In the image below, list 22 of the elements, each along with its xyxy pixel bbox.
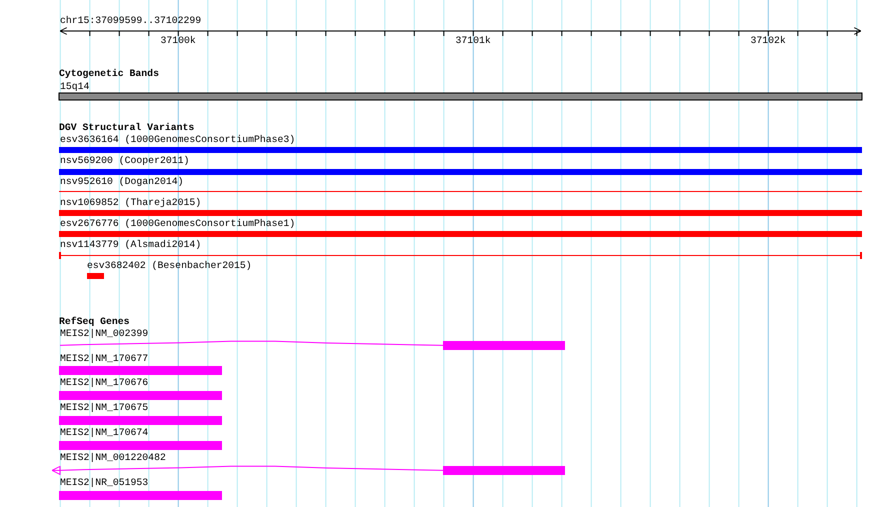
tick-label: 37101k xyxy=(456,35,491,46)
feature-label: MEIS2|NM_170677 xyxy=(60,353,148,364)
tick-label: 37102k xyxy=(750,35,786,46)
feature-label: MEIS2|NM_170675 xyxy=(60,402,148,413)
feature-label: nsv1143779 (Alsmadi2014) xyxy=(60,239,202,250)
feature-label: esv2676776 (1000GenomesConsortiumPhase1) xyxy=(60,218,296,229)
feature-label: MEIS2|NM_170674 xyxy=(60,427,148,438)
region-title: chr15:37099599..37102299 xyxy=(60,15,202,26)
feature-label: MEIS2|NM_002399 xyxy=(60,328,148,339)
feature-label: esv3682402 (Besenbacher2015) xyxy=(87,260,252,271)
feature-label: nsv952610 (Dogan2014) xyxy=(60,176,184,187)
feature-label: MEIS2|NM_001220482 xyxy=(60,452,166,463)
track-title: DGV Structural Variants xyxy=(59,122,194,133)
feature-label: nsv1069852 (Thareja2015) xyxy=(60,197,202,208)
feature-label: 15q14 xyxy=(60,81,90,92)
feature-label: nsv569200 (Cooper2011) xyxy=(60,155,190,166)
track-title: Cytogenetic Bands xyxy=(59,68,159,79)
track-title: RefSeq Genes xyxy=(59,316,130,327)
tick-label: 37100k xyxy=(160,35,196,46)
feature-label: MEIS2|NR_051953 xyxy=(60,477,148,488)
feature-label: esv3636164 (1000GenomesConsortiumPhase3) xyxy=(60,134,296,145)
feature-label: MEIS2|NM_170676 xyxy=(60,377,148,388)
